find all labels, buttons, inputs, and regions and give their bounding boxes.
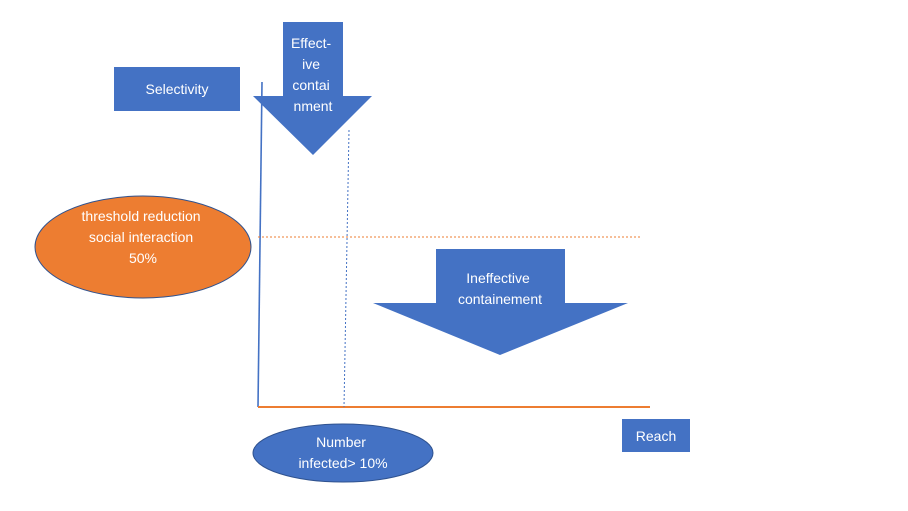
effective-containment-arrow: Effect- ive contai nment [253, 22, 372, 155]
selectivity-label-box: Selectivity [114, 67, 240, 111]
ineffective-containment-arrow: Ineffective containement [373, 249, 628, 355]
reach-label: Reach [636, 428, 676, 444]
threshold-ellipse: threshold reduction social interaction 5… [34, 195, 252, 299]
infected-ellipse: Number infected> 10% [252, 423, 434, 483]
reach-label-box: Reach [622, 419, 690, 452]
y-axis-line [257, 81, 263, 408]
selectivity-label: Selectivity [145, 81, 208, 97]
vertical-threshold-line [343, 129, 350, 408]
effective-containment-label: Effect- ive contai nment [291, 35, 335, 114]
ineffective-containment-label: Ineffective containement [458, 270, 542, 307]
infected-label: Number infected> 10% [298, 434, 387, 471]
threshold-label: threshold reduction social interaction 5… [82, 208, 205, 266]
